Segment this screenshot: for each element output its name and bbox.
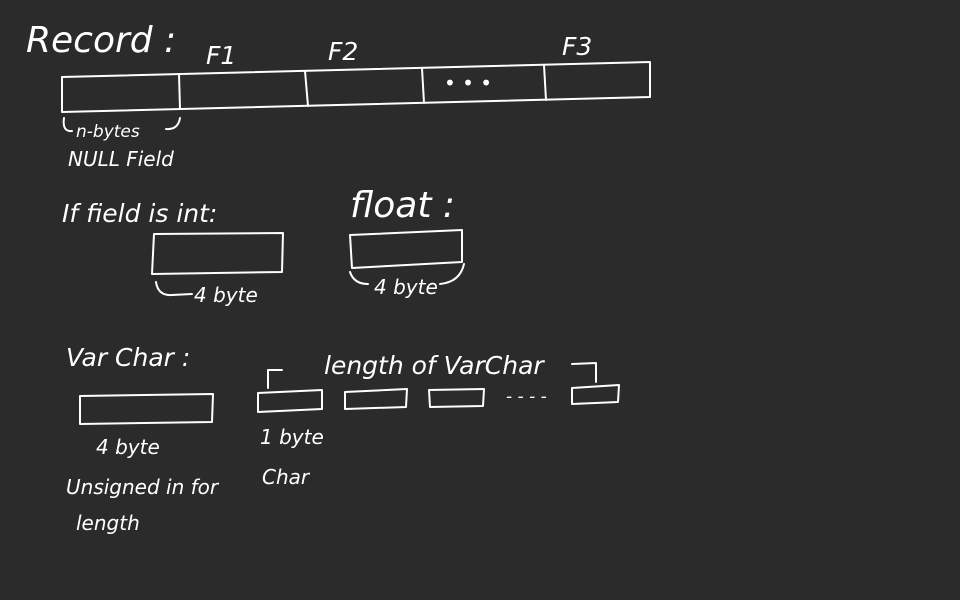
varchar-chars-label: length of VarChar bbox=[324, 351, 545, 380]
int-brace bbox=[155, 281, 193, 297]
int-size-label: 4 byte bbox=[194, 283, 258, 307]
record-divider-f1 bbox=[304, 70, 309, 107]
null-bytes-label: n-bytes bbox=[76, 122, 140, 142]
record-divider-null bbox=[178, 73, 181, 110]
int-box bbox=[151, 232, 284, 275]
null-field-label: NULL Field bbox=[68, 147, 174, 171]
char-box bbox=[257, 389, 323, 413]
record-ellipsis: • • • bbox=[444, 71, 492, 95]
int-heading: If field is int: bbox=[62, 199, 217, 228]
varchar-length-desc-line1: Unsigned in for bbox=[66, 475, 220, 499]
varchar-length-box bbox=[79, 393, 214, 425]
float-size-label: 4 byte bbox=[374, 275, 438, 299]
float-heading: float : bbox=[350, 185, 455, 226]
varchar-length-size-label: 4 byte bbox=[96, 435, 160, 459]
field-label-f3: F3 bbox=[562, 32, 592, 61]
varchar-heading: Var Char : bbox=[66, 343, 190, 372]
null-brace-right bbox=[165, 117, 181, 131]
varchar-bracket-right bbox=[571, 362, 597, 383]
record-divider-f2 bbox=[421, 67, 425, 104]
record-divider-ellipsis bbox=[543, 64, 547, 101]
char-box bbox=[571, 384, 620, 405]
char-box bbox=[428, 388, 485, 408]
varchar-dashes: - - - - bbox=[506, 387, 547, 407]
null-brace-left bbox=[62, 117, 73, 133]
field-label-f2: F2 bbox=[328, 37, 358, 66]
char-size-label: 1 byte bbox=[260, 425, 324, 449]
record-bar bbox=[61, 61, 651, 113]
char-type-label: Char bbox=[262, 465, 311, 489]
varchar-length-desc-line2: length bbox=[76, 511, 140, 535]
varchar-char-boxes bbox=[257, 384, 620, 413]
varchar-bracket-left bbox=[267, 369, 283, 389]
float-box bbox=[349, 229, 463, 269]
field-label-f1: F1 bbox=[206, 41, 236, 70]
float-brace-left bbox=[349, 271, 369, 285]
record-bar-outline bbox=[61, 61, 651, 113]
float-brace-right bbox=[439, 263, 465, 285]
char-box bbox=[344, 388, 408, 410]
record-title: Record : bbox=[26, 20, 176, 61]
